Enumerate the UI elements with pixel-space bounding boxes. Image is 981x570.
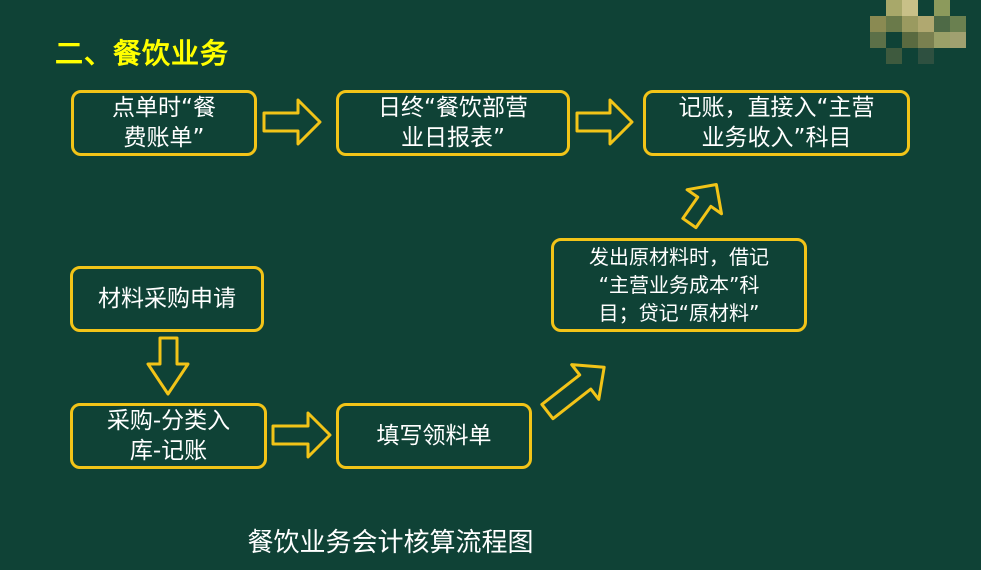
node-record-revenue: 记账，直接入“主营 业务收入”科目 [643, 90, 910, 156]
diagram-caption: 餐饮业务会计核算流程图 [247, 528, 534, 558]
node-daily-report: 日终“餐饮部营 业日报表” [336, 90, 570, 156]
node-purchase-store: 采购-分类入 库-记账 [70, 403, 267, 469]
slide-title: 二、餐饮业务 [55, 37, 230, 70]
arrow-down [146, 336, 190, 396]
node-purchase-request: 材料采购申请 [70, 266, 264, 332]
arrow-right-3 [271, 411, 332, 459]
arrow-right-1 [262, 98, 322, 146]
node-order-bill: 点单时“餐 费账单” [71, 90, 257, 156]
arrow-right-2 [575, 98, 634, 146]
node-issue-materials: 发出原材料时，借记 “主营业务成本”科 目；贷记“原材料” [551, 238, 807, 332]
arrow-diagonal-1 [540, 363, 606, 421]
arrow-up-diagonal [681, 183, 723, 230]
blurred-logo [870, 0, 981, 80]
node-fill-requisition: 填写领料单 [336, 403, 532, 469]
